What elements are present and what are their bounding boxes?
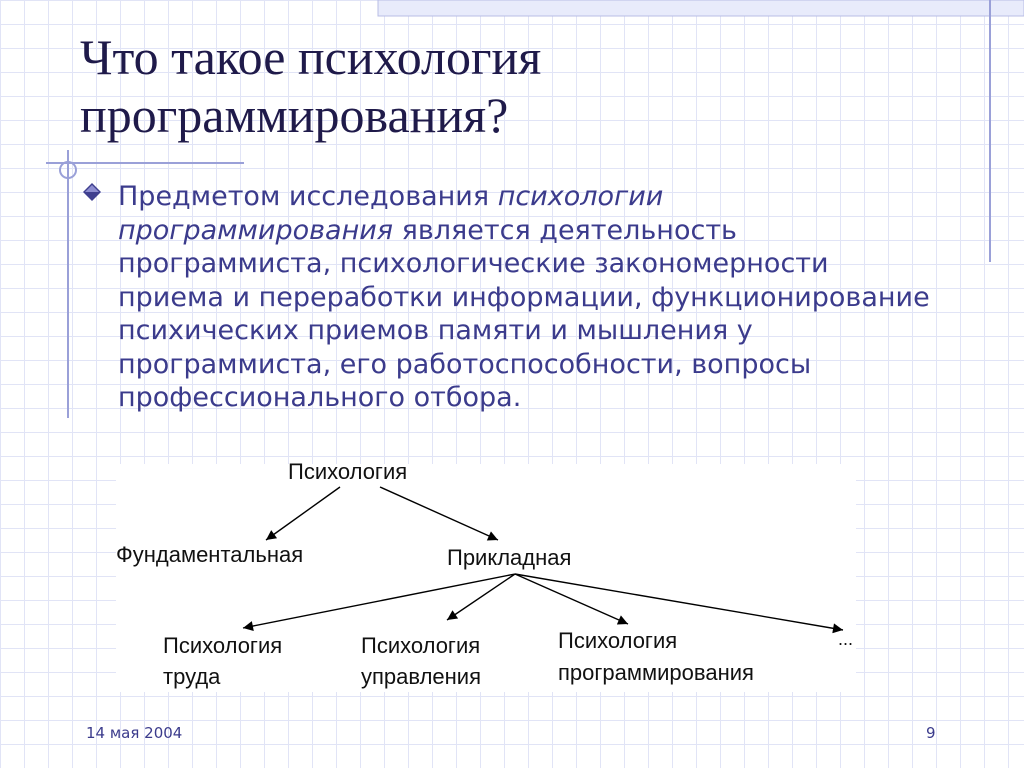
- slide-title-line2: программирования?: [80, 87, 509, 143]
- node-labor-line1: Психология: [163, 633, 283, 658]
- node-management-line1: Психология: [361, 633, 481, 658]
- bullet-text-emphasis: психологии программирования: [118, 181, 664, 246]
- node-psychology: Психология: [288, 459, 408, 484]
- node-applied: Прикладная: [447, 545, 572, 570]
- node-more-ellipsis: ...: [838, 629, 854, 649]
- slide-title-line1: Что такое психология: [80, 29, 542, 85]
- arrow-applied-to-management: [446, 573, 516, 621]
- arrow-applied-to-programming: [514, 573, 629, 625]
- slide-title: Что такое психология программирования?: [80, 28, 920, 144]
- arrow-applied-to-more: [514, 573, 844, 634]
- bullet-text-part3: является деятельность программиста, псих…: [118, 214, 930, 414]
- arrow-applied-to-labor: [242, 573, 516, 631]
- footer-date: 14 мая 2004: [86, 724, 183, 742]
- node-labor-line2: труда: [163, 664, 221, 689]
- node-programming-line2: программирования: [558, 660, 754, 685]
- hierarchy-diagram: [116, 464, 856, 692]
- footer-page-number: 9: [926, 724, 936, 742]
- node-fundamental: Фундаментальная: [116, 542, 304, 567]
- bullet-paragraph: Предметом исследования психологии програ…: [118, 180, 938, 415]
- arrow-root-to-fundamental: [265, 486, 341, 541]
- node-management-line2: управления: [361, 664, 481, 689]
- node-programming-line1: Психология: [558, 628, 678, 653]
- arrow-root-to-applied: [379, 486, 499, 541]
- diamond-bullet-icon: [83, 183, 101, 201]
- bullet-text-part1: Предметом исследования: [118, 181, 498, 212]
